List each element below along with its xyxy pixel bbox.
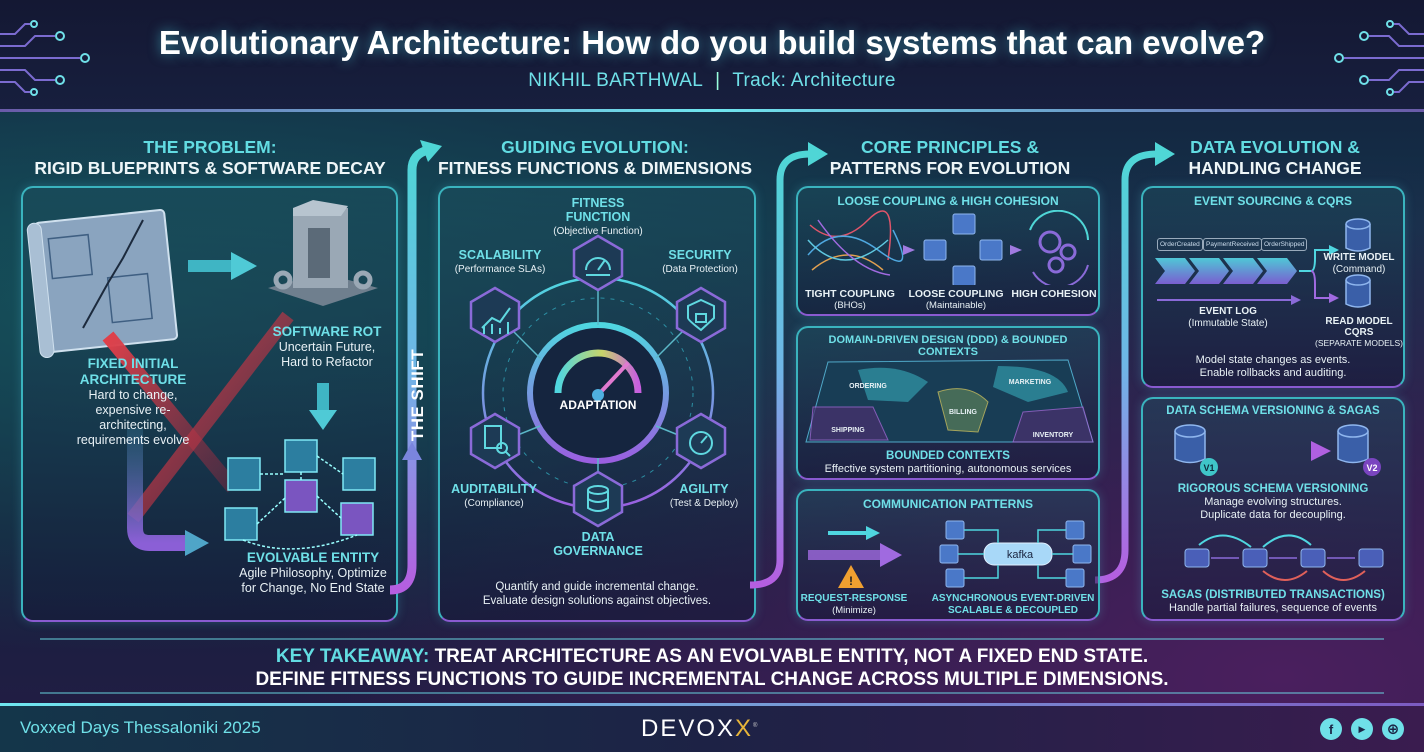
database-icon	[1345, 218, 1371, 308]
event-tag: OrderShipped	[1261, 238, 1308, 251]
gauge-icon	[585, 257, 611, 271]
key-takeaway: KEY TAKEAWAY: TREAT ARCHITECTURE AS AN E…	[40, 638, 1384, 694]
svg-text:SHIPPING: SHIPPING	[831, 427, 865, 434]
circuit-decoration-icon	[1334, 20, 1424, 96]
event-sourcing-caption: Model state changes as events. Enable ro…	[1195, 354, 1351, 379]
svg-text:!: !	[849, 574, 853, 588]
communication-panel: COMMUNICATION PATTERNS ! kafka REQUEST-R…	[796, 489, 1100, 621]
event-driven-label: ASYNCHRONOUS EVENT-DRIVEN SCALABLE & DEC…	[931, 593, 1095, 616]
event-tag: OrderCreated	[1157, 238, 1203, 251]
core-heading: CORE PRINCIPLES & PATTERNS FOR EVOLUTION	[829, 137, 1071, 178]
coupling-title: LOOSE COUPLING & HIGH COHESION	[837, 194, 1059, 208]
communication-illustration: ! kafka	[808, 520, 1092, 588]
warning-icon	[838, 565, 864, 588]
shift-arrow-icon	[389, 140, 442, 595]
cracked-blueprint-icon	[26, 208, 179, 359]
dimension-agility: AGILITY (Test & Deploy)	[669, 482, 739, 509]
svg-text:kafka: kafka	[1007, 549, 1034, 561]
evolvable-entity-label: EVOLVABLE ENTITY Agile Philosophy, Optim…	[239, 550, 387, 595]
svg-text:ORDERING: ORDERING	[849, 383, 887, 390]
bounded-contexts-map-icon: ORDERING MARKETING SHIPPING BILLING INVE…	[805, 359, 1094, 443]
event-name: Voxxed Days Thessaloniki 2025	[20, 718, 261, 737]
write-model-label: WRITE MODEL (Command)	[1323, 252, 1395, 275]
tight-coupling-label: TIGHT COUPLING (BHOs)	[805, 288, 895, 311]
svg-text:MARKETING: MARKETING	[1009, 379, 1052, 386]
loose-modules-icon	[923, 213, 1003, 285]
dimension-scalability: SCALABILITY (Performance SLAs)	[454, 248, 546, 275]
stopwatch-icon	[689, 431, 713, 455]
schema-versioning-illustration: V1 V2	[1174, 424, 1384, 581]
shield-lock-icon	[687, 298, 715, 332]
footer-divider	[0, 703, 1424, 706]
problem-panel: FIXED INITIAL ARCHITECTURE Hard to chang…	[21, 186, 398, 622]
problem-heading: THE PROBLEM: RIGID BLUEPRINTS & SOFTWARE…	[34, 137, 386, 178]
coupling-panel: LOOSE COUPLING & HIGH COHESION TIGHT COU…	[796, 186, 1100, 316]
ddd-panel: DOMAIN-DRIVEN DESIGN (DDD) & BOUNDED CON…	[796, 326, 1100, 480]
event-sourcing-title: EVENT SOURCING & CQRS	[1193, 194, 1352, 208]
footer: Voxxed Days Thessaloniki 2025 DEVOXX® f …	[0, 706, 1424, 752]
data-heading: DATA EVOLUTION & HANDLING CHANGE	[1188, 137, 1362, 178]
schema-versioning-caption: RIGOROUS SCHEMA VERSIONING Manage evolvi…	[1177, 483, 1369, 521]
hex-scalability	[469, 286, 521, 344]
database-v2-icon	[1337, 424, 1369, 464]
globe-icon[interactable]: ⊕	[1382, 718, 1404, 740]
track-label: Track: Architecture	[732, 70, 896, 91]
crumbling-building-icon	[268, 200, 378, 306]
event-sourcing-panel: EVENT SOURCING & CQRS OrderCreated Payme…	[1141, 186, 1405, 388]
subtitle: NIKHIL BARTHWAL | Track: Architecture	[0, 70, 1424, 92]
comms-title: COMMUNICATION PATTERNS	[863, 497, 1033, 511]
fixed-architecture-label: FIXED INITIAL ARCHITECTURE Hard to chang…	[76, 356, 190, 447]
loose-coupling-label: LOOSE COUPLING (Maintainable)	[908, 288, 1004, 311]
high-cohesion-label: HIGH COHESION	[1011, 288, 1097, 300]
bar-chart-icon	[481, 307, 511, 329]
adaptation-label: ADAPTATION	[560, 398, 637, 412]
shift-label: THE SHIFT	[408, 348, 427, 442]
header: Evolutionary Architecture: How do you bu…	[0, 0, 1424, 112]
problem-illustration	[26, 200, 378, 556]
hex-auditability	[469, 412, 521, 470]
svg-text:INVENTORY: INVENTORY	[1033, 432, 1074, 439]
circuit-decoration-icon	[0, 20, 90, 96]
cqrs-illustration	[1157, 218, 1371, 308]
read-model-label: READ MODEL CQRS (SEPARATE MODELS)	[1314, 316, 1403, 348]
devoxx-logo: DEVOXX®	[641, 715, 760, 742]
dimension-data-governance: DATA GOVERNANCE	[553, 530, 643, 558]
connector-arrow-icon	[750, 142, 828, 589]
tangled-lines-icon	[807, 210, 904, 276]
event-log-label: EVENT LOG (Immutable State)	[1188, 306, 1268, 329]
schema-title: DATA SCHEMA VERSIONING & SAGAS	[1166, 405, 1380, 417]
fitness-panel: ADAPTATION FITNESS FUNCTION (Objective F…	[438, 186, 756, 622]
ddd-caption: BOUNDED CONTEXTS Effective system partit…	[824, 450, 1072, 475]
database-v1-icon	[1174, 424, 1206, 464]
gears-icon	[1029, 210, 1089, 285]
separator: |	[715, 70, 721, 91]
guiding-heading: GUIDING EVOLUTION: FITNESS FUNCTIONS & D…	[437, 137, 753, 178]
request-response-label: REQUEST-RESPONSE (Minimize)	[800, 593, 908, 616]
fitness-wheel-illustration: ADAPTATION	[469, 234, 727, 528]
svg-text:BILLING: BILLING	[949, 409, 978, 416]
evolvable-cubes-icon	[224, 439, 376, 550]
header-divider	[0, 109, 1424, 112]
page-title: Evolutionary Architecture: How do you bu…	[158, 24, 1266, 61]
svg-text:V2: V2	[1366, 463, 1377, 473]
dimension-security: SECURITY (Data Protection)	[662, 248, 738, 275]
hex-agility	[675, 412, 727, 470]
dimension-auditability: AUDITABILITY (Compliance)	[451, 482, 537, 509]
connector-arrow-icon	[1095, 142, 1175, 584]
speaker-name: NIKHIL BARTHWAL	[528, 70, 704, 91]
svg-text:V1: V1	[1203, 463, 1214, 473]
hex-fitness	[572, 234, 624, 292]
dimension-fitness-function: FITNESS FUNCTION (Objective Function)	[553, 196, 643, 237]
ddd-title: DOMAIN-DRIVEN DESIGN (DDD) & BOUNDED CON…	[828, 334, 1068, 358]
software-rot-label: SOFTWARE ROT Uncertain Future, Hard to R…	[272, 324, 382, 369]
sagas-caption: SAGAS (DISTRIBUTED TRANSACTIONS) Handle …	[1161, 589, 1385, 614]
coupling-illustration	[807, 210, 1089, 285]
document-search-icon	[484, 425, 502, 449]
schema-panel: DATA SCHEMA VERSIONING & SAGAS V1 V2	[1141, 397, 1405, 621]
saga-steps-icon	[1184, 534, 1384, 581]
youtube-icon[interactable]: ▶	[1351, 718, 1373, 740]
hex-governance	[572, 470, 624, 528]
fitness-caption: Quantify and guide incremental change. E…	[482, 581, 712, 607]
facebook-icon[interactable]: f	[1320, 718, 1342, 740]
